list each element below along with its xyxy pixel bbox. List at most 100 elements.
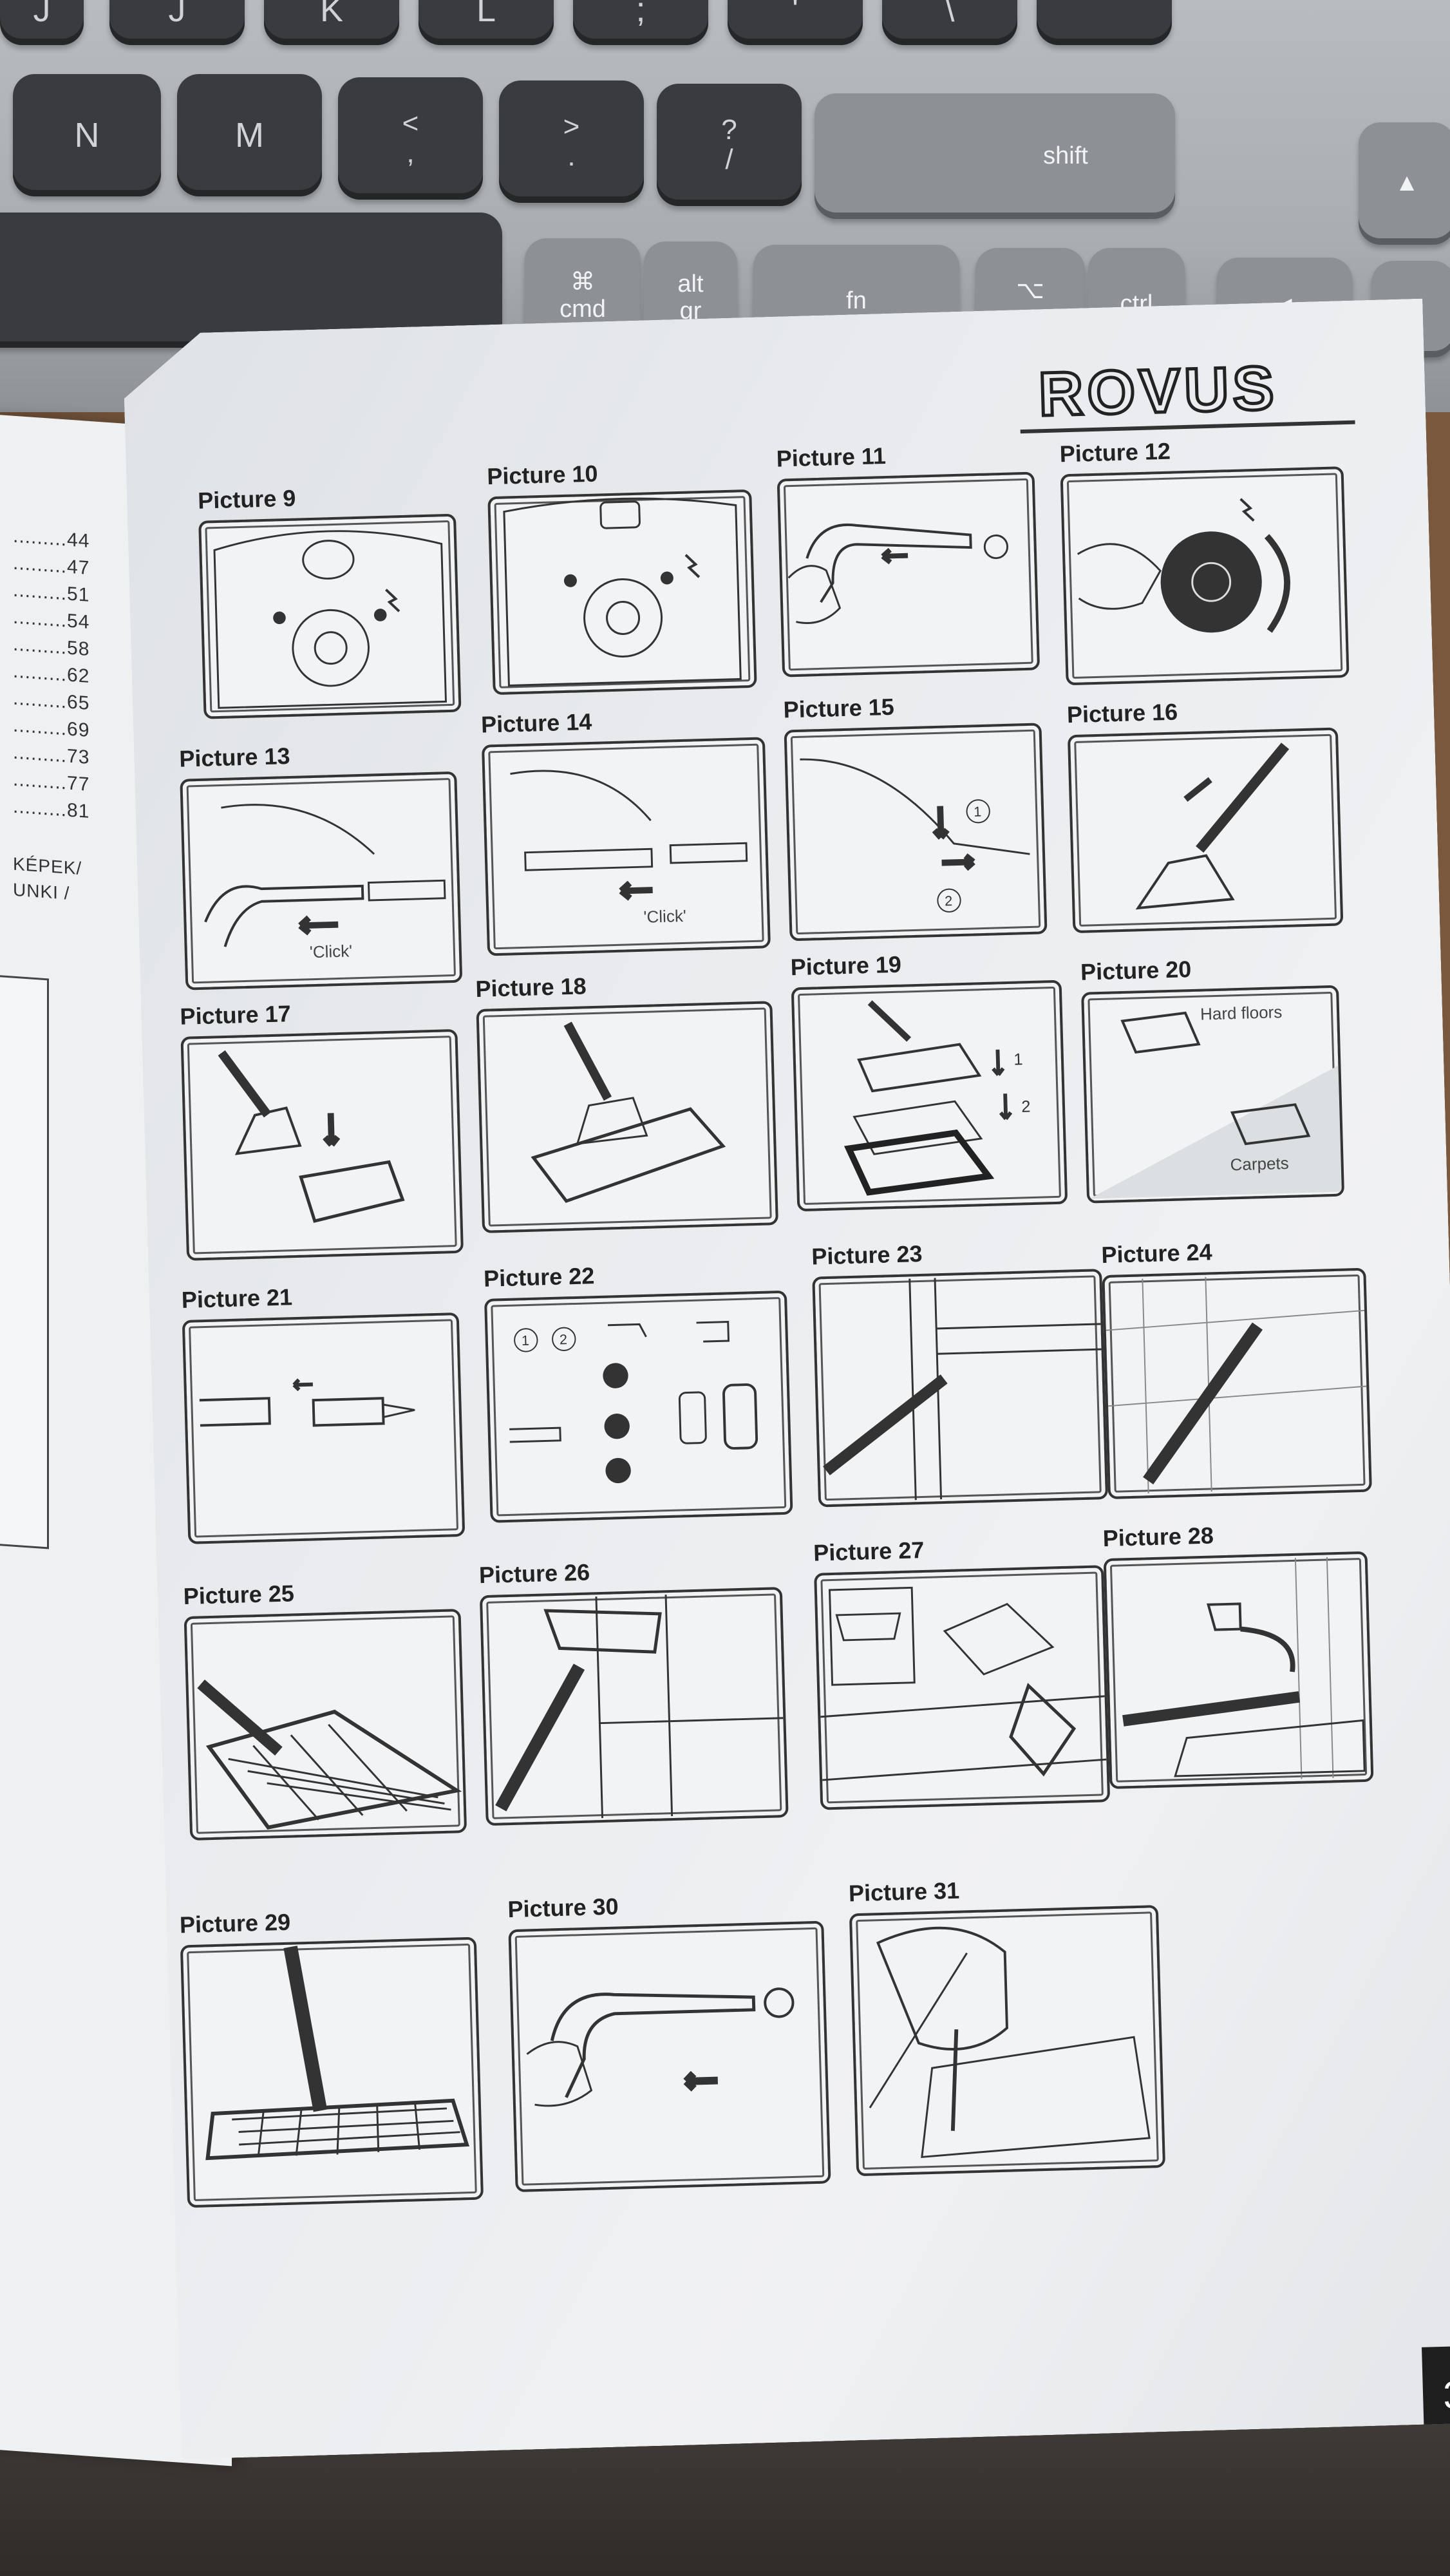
key-backslash[interactable]: \ xyxy=(882,0,1017,45)
key-j[interactable]: J xyxy=(109,0,245,45)
picture-frame: 'Click' xyxy=(180,772,462,990)
svg-text:1: 1 xyxy=(522,1332,530,1349)
picture-23: Picture 23 xyxy=(811,1235,1108,1507)
key-blank[interactable] xyxy=(1037,0,1172,45)
picture-label: Picture 16 xyxy=(1066,698,1178,728)
key-label: cmd xyxy=(560,296,606,323)
sink-tap-illustration xyxy=(1106,1554,1371,1786)
picture-label: Picture 21 xyxy=(181,1283,293,1314)
picture-15: Picture 15 1 2 xyxy=(783,689,1047,941)
cmd-icon: ⌘ xyxy=(570,269,595,296)
picture-31: Picture 31 xyxy=(848,1871,1165,2176)
key-comma[interactable]: <, xyxy=(338,77,483,200)
picture-27: Picture 27 xyxy=(813,1531,1111,1810)
toc-entry: .........47 xyxy=(13,552,90,579)
key-semicolon[interactable]: ; xyxy=(573,0,708,45)
grill-brush-illustration xyxy=(187,1611,464,1838)
picture-24: Picture 24 xyxy=(1101,1235,1372,1499)
toc-entry: .........51 xyxy=(13,579,90,606)
attach-extension-illustration xyxy=(182,774,460,988)
arrow-up-icon: ▲ xyxy=(1395,169,1419,197)
picture-label: Picture 22 xyxy=(483,1262,595,1292)
key-m[interactable]: M xyxy=(177,74,322,196)
key-label: ' xyxy=(791,0,799,29)
picture-label: Picture 13 xyxy=(178,742,291,772)
picture-17: Picture 17 xyxy=(180,996,464,1261)
svg-text:2: 2 xyxy=(945,893,953,909)
toc-entry: .........81 xyxy=(13,795,90,822)
toc-entry: .........54 xyxy=(13,606,90,633)
picture-frame: 'Click' xyxy=(482,737,771,956)
picture-label: Picture 11 xyxy=(776,442,887,472)
picture-frame xyxy=(814,1565,1110,1810)
dial-rotation-illustration xyxy=(1063,469,1347,683)
picture-frame xyxy=(476,1001,778,1233)
picture-frame: 1 2 xyxy=(791,980,1068,1212)
picture-26: Picture 26 xyxy=(478,1553,788,1826)
picture-label: Picture 10 xyxy=(486,460,598,490)
carpets-caption: Carpets xyxy=(1230,1153,1290,1175)
key-arrow-up[interactable]: ▲ xyxy=(1359,122,1450,245)
toc-fragment: UNKI / xyxy=(13,879,70,904)
key-shift[interactable]: shift xyxy=(814,93,1175,219)
svg-text:2: 2 xyxy=(560,1331,568,1347)
picture-label: Picture 30 xyxy=(507,1893,619,1923)
svg-text:2: 2 xyxy=(1021,1098,1031,1116)
picture-frame xyxy=(184,1609,467,1841)
picture-11: Picture 11 xyxy=(776,439,1040,677)
key-n[interactable]: N xyxy=(13,74,161,196)
key-slash[interactable]: ?/ xyxy=(657,84,802,206)
toc-entry: .........65 xyxy=(13,687,90,714)
picture-frame xyxy=(1102,1268,1372,1499)
key-quote[interactable]: ' xyxy=(728,0,863,45)
key-space[interactable] xyxy=(0,213,502,348)
click-caption: 'Click' xyxy=(643,905,687,927)
accessories-illustration: 1 2 xyxy=(487,1293,790,1520)
key-top-row[interactable]: J xyxy=(0,0,84,45)
picture-frame xyxy=(480,1587,789,1826)
picture-22: Picture 22 1 2 xyxy=(484,1257,793,1523)
key-period[interactable]: >. xyxy=(499,80,644,203)
key-label: / xyxy=(725,144,733,175)
picture-frame xyxy=(180,1029,464,1261)
attach-second-extension-illustration xyxy=(484,739,768,953)
picture-label: Picture 18 xyxy=(475,972,587,1003)
picture-18: Picture 18 xyxy=(475,967,778,1233)
toc-fragment: KÉPEK/ xyxy=(13,853,82,879)
hard-floors-caption: Hard floors xyxy=(1200,1002,1283,1024)
steam-unit-dial-illustration xyxy=(201,516,458,717)
picture-20: Picture 20 Hard floors Carpets xyxy=(1080,952,1344,1204)
toc-entry: .........73 xyxy=(13,741,90,768)
picture-frame xyxy=(849,1905,1165,2176)
steam-gun-brush-illustration xyxy=(511,1924,828,2190)
picture-9: Picture 9 xyxy=(198,480,462,719)
picture-19: Picture 19 1 2 xyxy=(790,947,1068,1212)
toc-entry: .........58 xyxy=(13,633,90,660)
left-page-box xyxy=(0,971,49,1549)
key-label: M xyxy=(235,116,264,155)
toc-entry: .........44 xyxy=(13,525,90,552)
svg-text:1: 1 xyxy=(1013,1050,1023,1068)
key-k[interactable]: K xyxy=(264,0,399,45)
picture-frame xyxy=(198,514,461,719)
svg-text:1: 1 xyxy=(974,803,982,819)
picture-10: Picture 10 xyxy=(487,456,757,695)
key-label: < xyxy=(402,107,419,139)
key-label: . xyxy=(567,140,576,172)
picture-frame: 1 2 xyxy=(784,723,1048,941)
picture-label: Picture 12 xyxy=(1059,437,1171,468)
key-label: K xyxy=(319,0,344,29)
picture-28: Picture 28 xyxy=(1102,1518,1373,1789)
steam-unit-dial-illustration xyxy=(490,492,754,692)
key-label: N xyxy=(74,116,100,155)
oven-grid-brush-illustration xyxy=(183,1940,481,2205)
mop-pad-layers-illustration: 1 2 xyxy=(794,983,1065,1209)
key-label: J xyxy=(168,0,186,29)
picture-16: Picture 16 xyxy=(1066,694,1343,934)
key-label: \ xyxy=(945,0,955,29)
picture-label: Picture 26 xyxy=(478,1558,590,1589)
click-caption: 'Click' xyxy=(309,941,353,962)
picture-label: Picture 15 xyxy=(783,693,895,723)
key-l[interactable]: L xyxy=(419,0,554,45)
picture-frame xyxy=(812,1269,1108,1507)
